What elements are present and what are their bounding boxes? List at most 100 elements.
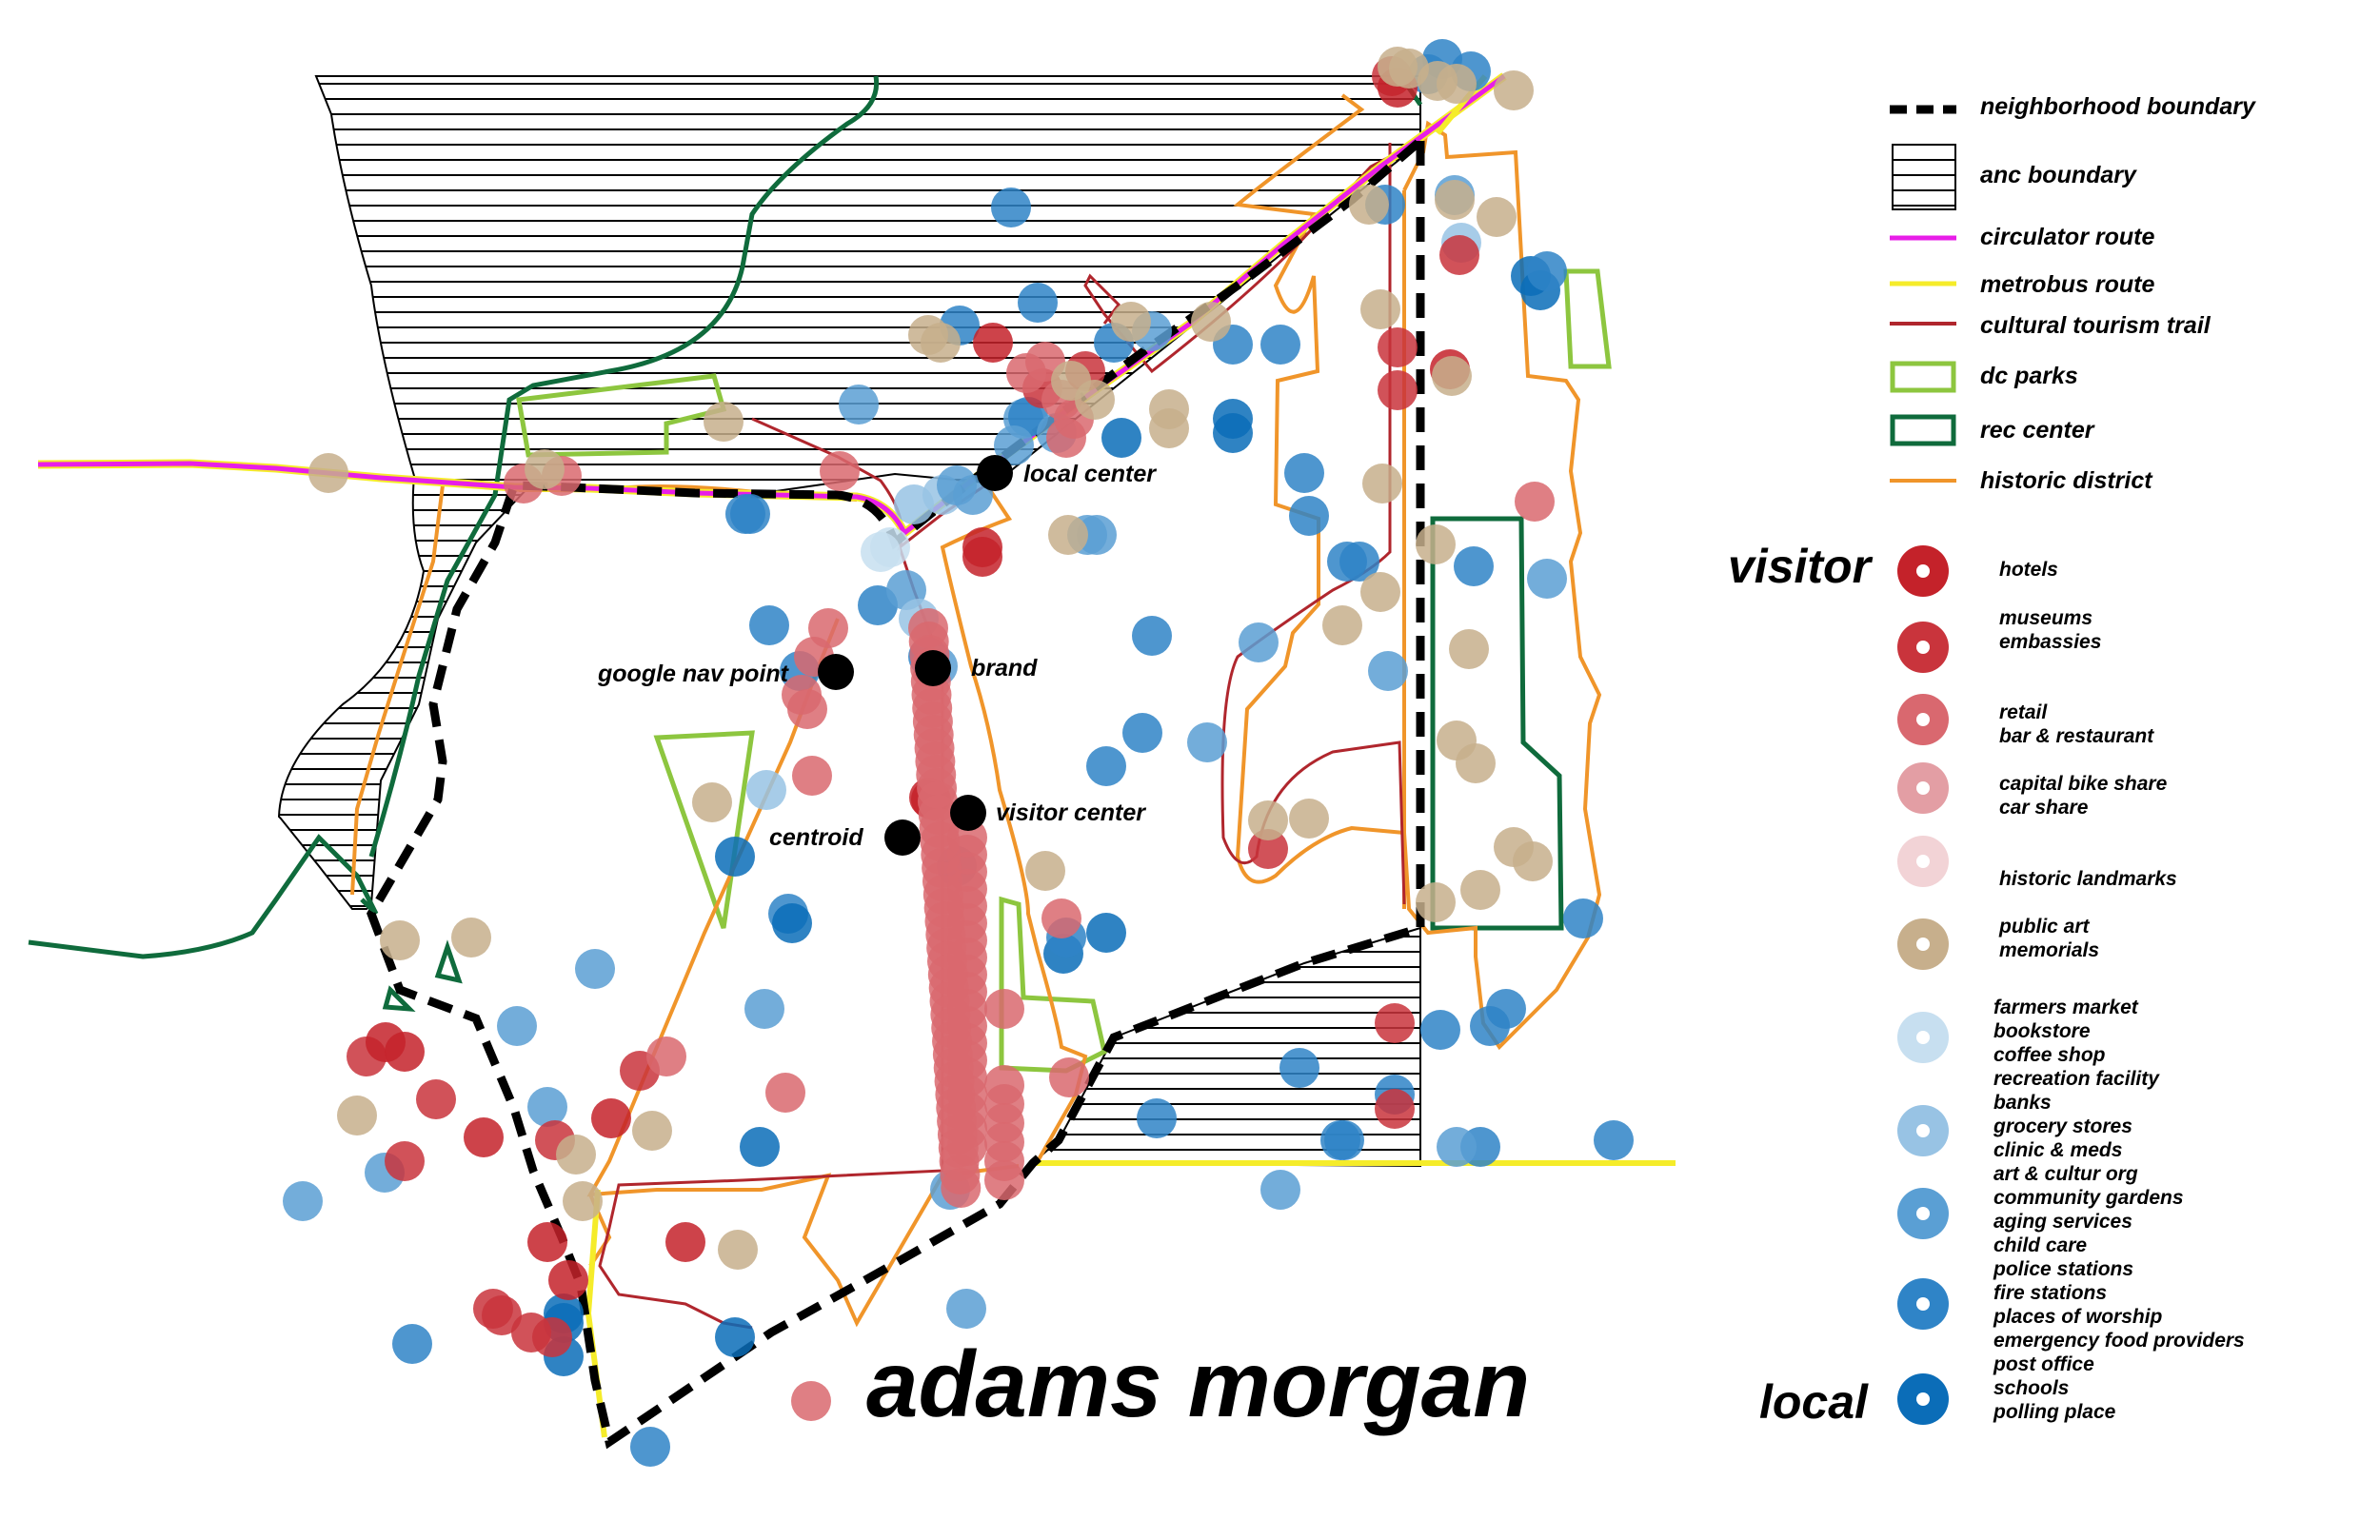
local-4-poi-dot[interactable] [1137,1098,1177,1138]
retail-poi-dot[interactable] [984,1160,1024,1200]
local-5-poi-dot[interactable] [772,903,812,943]
local-5-poi-dot[interactable] [715,837,755,877]
public-art-poi-dot[interactable] [1494,70,1534,110]
local-5-poi-dot[interactable] [740,1127,780,1167]
museums-poi-dot[interactable] [385,1141,425,1181]
public-art-poi-dot[interactable] [1435,180,1475,220]
public-art-poi-dot[interactable] [1075,380,1115,420]
public-art-poi-dot[interactable] [337,1096,377,1135]
public-art-poi-dot[interactable] [1460,870,1500,910]
local-4-poi-dot[interactable] [1260,325,1300,365]
public-art-poi-dot[interactable] [556,1135,596,1175]
public-art-poi-dot[interactable] [1477,197,1517,237]
google-nav-point[interactable] [818,654,854,690]
public-art-poi-dot[interactable] [1248,800,1288,840]
public-art-poi-dot[interactable] [1191,302,1231,342]
retail-poi-dot[interactable] [791,1381,831,1421]
public-art-poi-dot[interactable] [1149,408,1189,448]
local-5-poi-dot[interactable] [1086,913,1126,953]
public-art-poi-dot[interactable] [1378,47,1418,87]
local-4-poi-dot[interactable] [1454,546,1494,586]
public-art-poi-dot[interactable] [1025,851,1065,891]
retail-poi-dot[interactable] [1006,353,1046,393]
local-4-poi-dot[interactable] [1320,1120,1360,1160]
public-art-poi-dot[interactable] [692,782,732,822]
local-1-poi-dot[interactable] [861,532,901,572]
hotels-poi-dot[interactable] [527,1222,567,1262]
museums-poi-dot[interactable] [1248,829,1288,869]
public-art-poi-dot[interactable] [308,453,348,493]
hotels-poi-dot[interactable] [962,537,1002,577]
local-3-poi-dot[interactable] [946,1289,986,1329]
local-3-poi-dot[interactable] [1239,622,1279,662]
local-3-poi-dot[interactable] [1187,722,1227,762]
retail-poi-dot[interactable] [1515,482,1555,522]
museums-poi-dot[interactable] [1378,327,1418,367]
local-4-poi-dot[interactable] [392,1324,432,1364]
local-3-poi-dot[interactable] [497,1006,537,1046]
local-4-poi-dot[interactable] [1132,616,1172,656]
public-art-poi-dot[interactable] [525,449,565,489]
public-art-poi-dot[interactable] [1362,464,1402,503]
public-art-poi-dot[interactable] [632,1111,672,1151]
public-art-poi-dot[interactable] [1322,605,1362,645]
visitor-center-point[interactable] [950,795,986,831]
local-3-poi-dot[interactable] [283,1181,323,1221]
hotels-poi-dot[interactable] [548,1260,588,1300]
retail-poi-dot[interactable] [984,989,1024,1029]
retail-poi-dot[interactable] [646,1037,686,1076]
local-4-poi-dot[interactable] [1284,453,1324,493]
hotels-poi-dot[interactable] [366,1022,406,1062]
local-4-poi-dot[interactable] [1327,542,1367,582]
local-3-poi-dot[interactable] [1368,651,1408,691]
public-art-poi-dot[interactable] [908,315,948,355]
public-art-poi-dot[interactable] [1349,185,1389,225]
local-4-poi-dot[interactable] [1470,1006,1510,1046]
local-4-poi-dot[interactable] [630,1427,670,1467]
retail-poi-dot[interactable] [947,1126,987,1166]
local-center-point[interactable] [977,455,1013,491]
public-art-poi-dot[interactable] [1360,572,1400,612]
retail-poi-dot[interactable] [765,1073,805,1113]
public-art-poi-dot[interactable] [1360,289,1400,329]
public-art-poi-dot[interactable] [1418,61,1458,101]
hotels-poi-dot[interactable] [973,323,1013,363]
local-4-poi-dot[interactable] [730,494,770,534]
local-5-poi-dot[interactable] [1213,413,1253,453]
local-4-poi-dot[interactable] [1289,496,1329,536]
museums-poi-dot[interactable] [473,1289,513,1329]
brand-point[interactable] [915,650,951,686]
hotels-poi-dot[interactable] [665,1222,705,1262]
public-art-poi-dot[interactable] [1289,799,1329,839]
public-art-poi-dot[interactable] [451,918,491,958]
retail-poi-dot[interactable] [787,689,827,729]
museums-poi-dot[interactable] [416,1079,456,1119]
local-4-poi-dot[interactable] [1594,1120,1634,1160]
local-4-poi-dot[interactable] [1122,713,1162,753]
public-art-poi-dot[interactable] [1449,629,1489,669]
local-4-poi-dot[interactable] [1279,1048,1319,1088]
public-art-poi-dot[interactable] [1048,515,1088,555]
public-art-poi-dot[interactable] [380,920,420,960]
public-art-poi-dot[interactable] [1456,743,1496,783]
local-2-poi-dot[interactable] [746,770,786,810]
local-3-poi-dot[interactable] [1527,559,1567,599]
retail-poi-dot[interactable] [1046,418,1086,458]
local-4-poi-dot[interactable] [1086,746,1126,786]
retail-poi-dot[interactable] [1049,1057,1089,1097]
public-art-poi-dot[interactable] [1416,882,1456,922]
museums-poi-dot[interactable] [532,1317,572,1357]
local-3-poi-dot[interactable] [744,989,784,1029]
public-art-poi-dot[interactable] [1513,841,1553,881]
local-3-poi-dot[interactable] [575,949,615,989]
local-3-poi-dot[interactable] [1437,1127,1477,1167]
retail-poi-dot[interactable] [941,1168,982,1208]
public-art-poi-dot[interactable] [1416,524,1456,564]
public-art-poi-dot[interactable] [704,402,744,442]
retail-poi-dot[interactable] [820,451,860,491]
retail-poi-dot[interactable] [792,756,832,796]
local-3-poi-dot[interactable] [1260,1170,1300,1210]
local-3-poi-dot[interactable] [994,425,1034,465]
local-3-poi-dot[interactable] [839,385,879,424]
museums-poi-dot[interactable] [1375,1003,1415,1043]
